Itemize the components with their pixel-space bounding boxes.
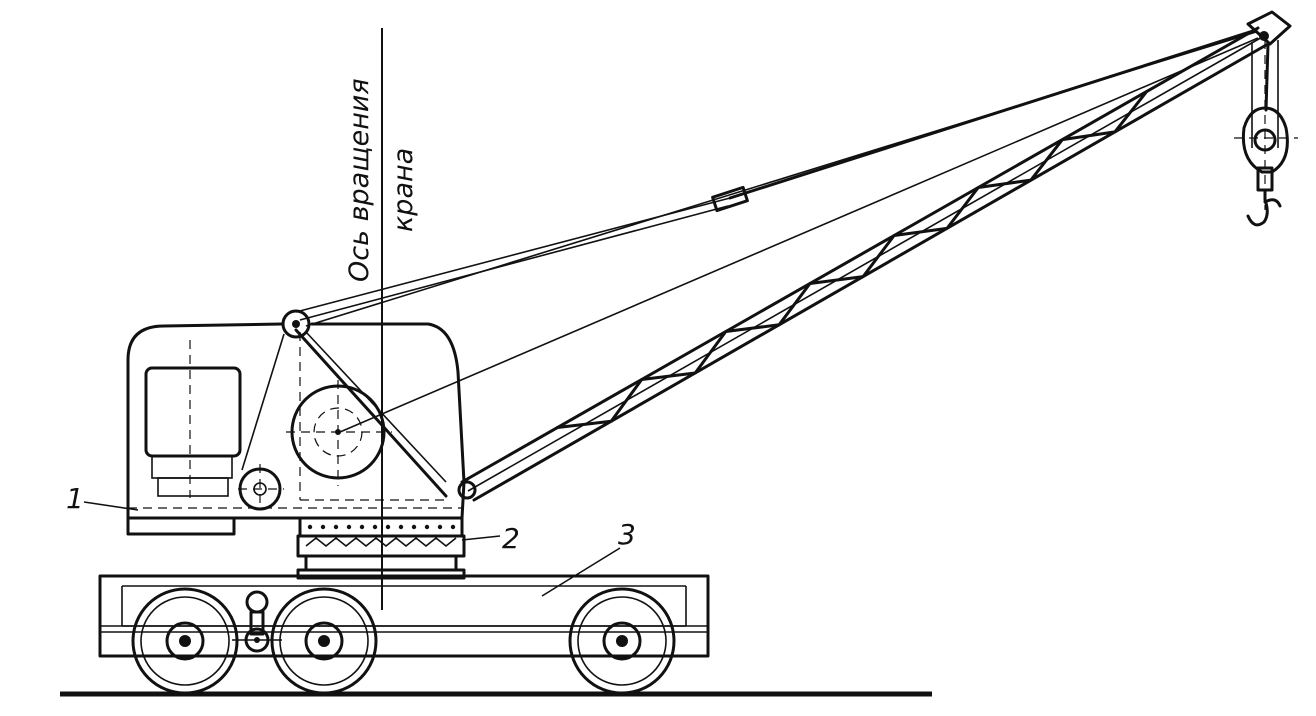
- callout-3: 3: [541, 518, 636, 597]
- slewing-ring-bolt: [372, 524, 378, 530]
- slewing-ring-bolt: [437, 524, 443, 530]
- slewing-ring-bolt: [320, 524, 326, 530]
- slewing-ring-bolt: [307, 524, 313, 530]
- slewing-ring-bolt: [359, 524, 365, 530]
- wheel-middle: [270, 587, 378, 695]
- top-pulley: [281, 309, 311, 339]
- wheel-front: [131, 587, 239, 695]
- hook-block: [1234, 40, 1298, 227]
- callout-1-label: 1: [66, 482, 84, 515]
- wheel-rear: [568, 587, 676, 695]
- slewing-ring-bolt: [398, 524, 404, 530]
- bogie-link: [232, 590, 282, 653]
- callout-3-label: 3: [618, 518, 636, 551]
- boom-head: [1246, 10, 1292, 46]
- cab-housing: [126, 309, 477, 536]
- callout-2-label: 2: [502, 522, 520, 555]
- boom-foot-pin: [457, 480, 477, 500]
- slewing-ring-bolt: [346, 524, 352, 530]
- rope-equalizer: [711, 185, 749, 213]
- luffing-ropes: [295, 28, 1259, 433]
- callout-1: 1: [66, 482, 139, 515]
- slewing-ring-bolt: [411, 524, 417, 530]
- slewing-ring-bolt: [424, 524, 430, 530]
- slewing-ring-bolt: [450, 524, 456, 530]
- motor-block: [144, 366, 242, 458]
- rotation-axis-label-line2: крана: [388, 148, 419, 232]
- slewing-ring-bolt: [385, 524, 391, 530]
- slewing-ring-bolt: [333, 524, 339, 530]
- chassis: [98, 574, 710, 658]
- rotation-axis-label-line1: Ось вращения: [344, 78, 375, 282]
- rotation-axis-label: Ось вращения крана: [344, 78, 419, 282]
- callout-2: 2: [461, 522, 520, 555]
- slewing-ring: [296, 516, 466, 580]
- lattice-boom: [460, 26, 1270, 502]
